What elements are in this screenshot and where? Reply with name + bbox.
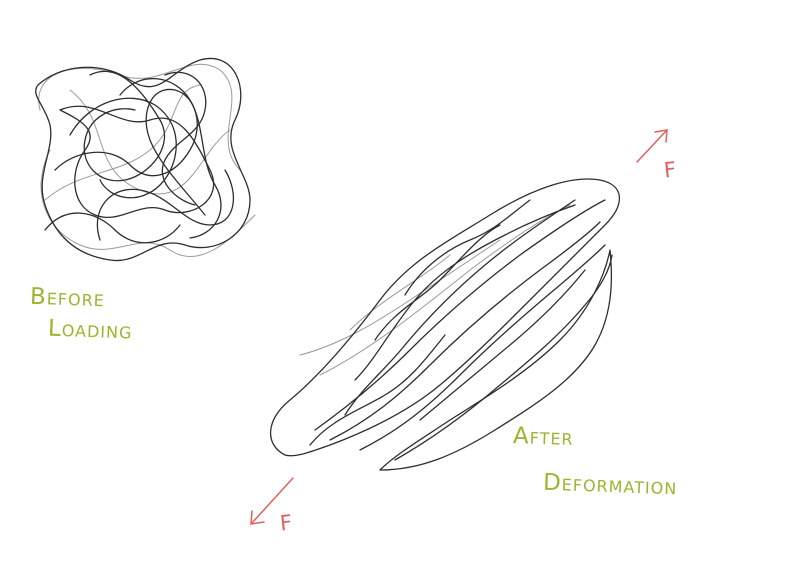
force-label-top: F [662, 157, 678, 183]
tangled-polymer-coil [35, 57, 256, 262]
force-arrow-bottom [250, 477, 294, 525]
after-deformation-label-line2: Deformation [542, 469, 678, 501]
force-arrow-top [636, 129, 668, 163]
after-deformation-label-line1: After [512, 422, 575, 452]
stretched-polymer-chains [269, 178, 621, 471]
force-label-bottom: F [278, 510, 294, 536]
before-loading-label-line2: Loading [47, 315, 133, 345]
before-loading-label-line1: Before [29, 283, 106, 313]
